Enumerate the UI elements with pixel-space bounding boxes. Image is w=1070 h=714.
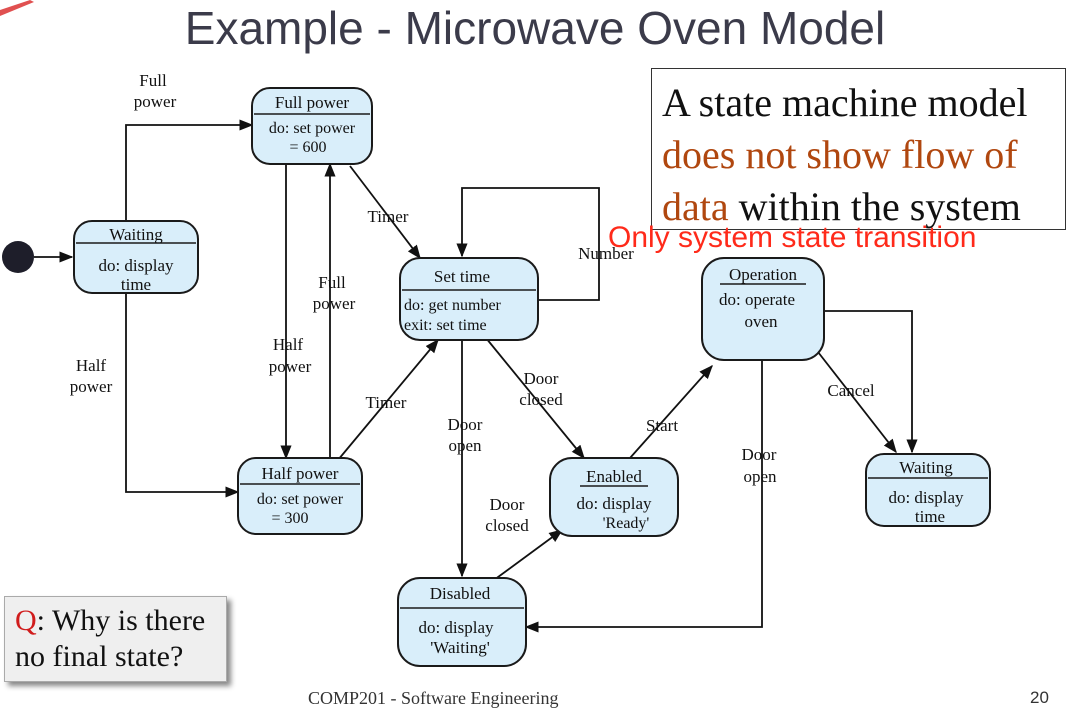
arrow-set-time-number-loop [456, 187, 600, 301]
label-full-power-top: power [134, 92, 177, 111]
state-action: do: get number [404, 297, 502, 314]
state-action: 'Waiting' [430, 638, 490, 657]
label-door-closed-lower: closed [485, 516, 529, 535]
state-waiting-left: Waiting do: display time [73, 220, 199, 294]
question-label: Q [15, 604, 37, 637]
page-number: 20 [1030, 688, 1049, 707]
state-action: do: display [888, 488, 964, 507]
state-action: 'Ready' [603, 515, 650, 532]
label-cancel: Cancel [827, 381, 874, 400]
note-box: A state machine model does not show flow… [651, 68, 1066, 230]
question-text: : Why is there [36, 604, 206, 637]
label-door-closed-upper: Door [524, 369, 559, 388]
note-line: data within the system [662, 181, 1055, 233]
state-action: oven [744, 312, 778, 331]
state-set-time: Set time do: get number exit: set time [399, 257, 539, 341]
arrow-waiting-to-full-power [125, 119, 254, 221]
slide-footer: COMP201 - Software Engineering [308, 688, 559, 708]
arrow-half-power-to-set-time [337, 338, 439, 461]
label-half-power-left: Half [76, 356, 107, 375]
question-line: Q: Why is there [15, 603, 216, 639]
state-name: Waiting [109, 225, 163, 244]
arrow-full-power-to-set-time [349, 165, 421, 260]
label-full-power-mid: power [313, 294, 356, 313]
state-action: do: set power [257, 491, 344, 508]
state-disabled: Disabled do: display 'Waiting' [397, 577, 527, 667]
label-number: Number [578, 244, 634, 263]
state-action: = 300 [271, 510, 308, 527]
state-waiting-right: Waiting do: display time [865, 453, 991, 527]
arrow-disabled-to-enabled [493, 529, 564, 581]
state-action: do: display [576, 494, 652, 513]
note-line: A state machine model [662, 80, 1028, 125]
state-action: do: display [418, 618, 494, 637]
state-full-power: Full power do: set power = 600 [251, 87, 373, 165]
label-door-closed-lower: Door [490, 495, 525, 514]
state-name: Set time [434, 267, 490, 286]
state-action: = 600 [289, 139, 326, 156]
state-name: Full power [275, 93, 349, 112]
state-name: Operation [729, 265, 797, 284]
handwritten-annotation: Only system state transition [608, 221, 977, 254]
state-action: time [121, 275, 151, 294]
label-door-open-left: Door [448, 415, 483, 434]
state-name: Waiting [899, 458, 953, 477]
label-full-power-mid: Full [318, 273, 346, 292]
arrow-enabled-to-operation [629, 364, 713, 459]
label-start: Start [646, 416, 678, 435]
arrow-operation-to-waiting-right [824, 310, 918, 454]
arrow-set-time-to-enabled [485, 337, 585, 460]
label-half-power-left: power [70, 377, 113, 396]
state-name: Disabled [430, 584, 491, 603]
state-half-power: Half power do: set power = 300 [237, 457, 363, 535]
label-timer-upper: Timer [368, 207, 409, 226]
state-action: exit: set time [404, 317, 487, 334]
note-line-highlight: does not show flow of [662, 132, 1018, 177]
state-action: do: operate [719, 290, 795, 309]
label-door-open-left: open [448, 436, 482, 455]
note-text: within the system [728, 184, 1021, 229]
label-half-power-mid: Half [273, 335, 304, 354]
state-action: time [915, 507, 945, 526]
transition-labels: Full power Half power Full power Half po… [70, 71, 875, 535]
question-box: Q: Why is there no final state? [4, 596, 227, 682]
question-line: no final state? [15, 640, 184, 673]
state-name: Enabled [586, 467, 642, 486]
note-highlight-word: data [662, 184, 729, 229]
state-action: do: display [98, 256, 174, 275]
initial-state-dot [2, 241, 34, 273]
arrow-operation-to-disabled [524, 360, 763, 633]
transitions [125, 119, 918, 633]
slide-title: Example - Microwave Oven Model [184, 2, 886, 54]
label-door-open-right: open [743, 467, 777, 486]
label-timer-lower: Timer [366, 393, 407, 412]
state-operation: Operation do: operate oven [701, 257, 825, 361]
label-door-closed-upper: closed [519, 390, 563, 409]
corner-accent-decoration [0, 0, 34, 16]
arrow-waiting-to-half-power [125, 293, 240, 498]
state-action: do: set power [269, 120, 356, 137]
label-door-open-right: Door [742, 445, 777, 464]
arrow-operation-to-waiting-cancel [817, 351, 897, 454]
state-name: Half power [262, 464, 339, 483]
label-half-power-mid: power [269, 357, 312, 376]
state-enabled: Enabled do: display 'Ready' [549, 457, 679, 537]
label-full-power-top: Full [139, 71, 167, 90]
